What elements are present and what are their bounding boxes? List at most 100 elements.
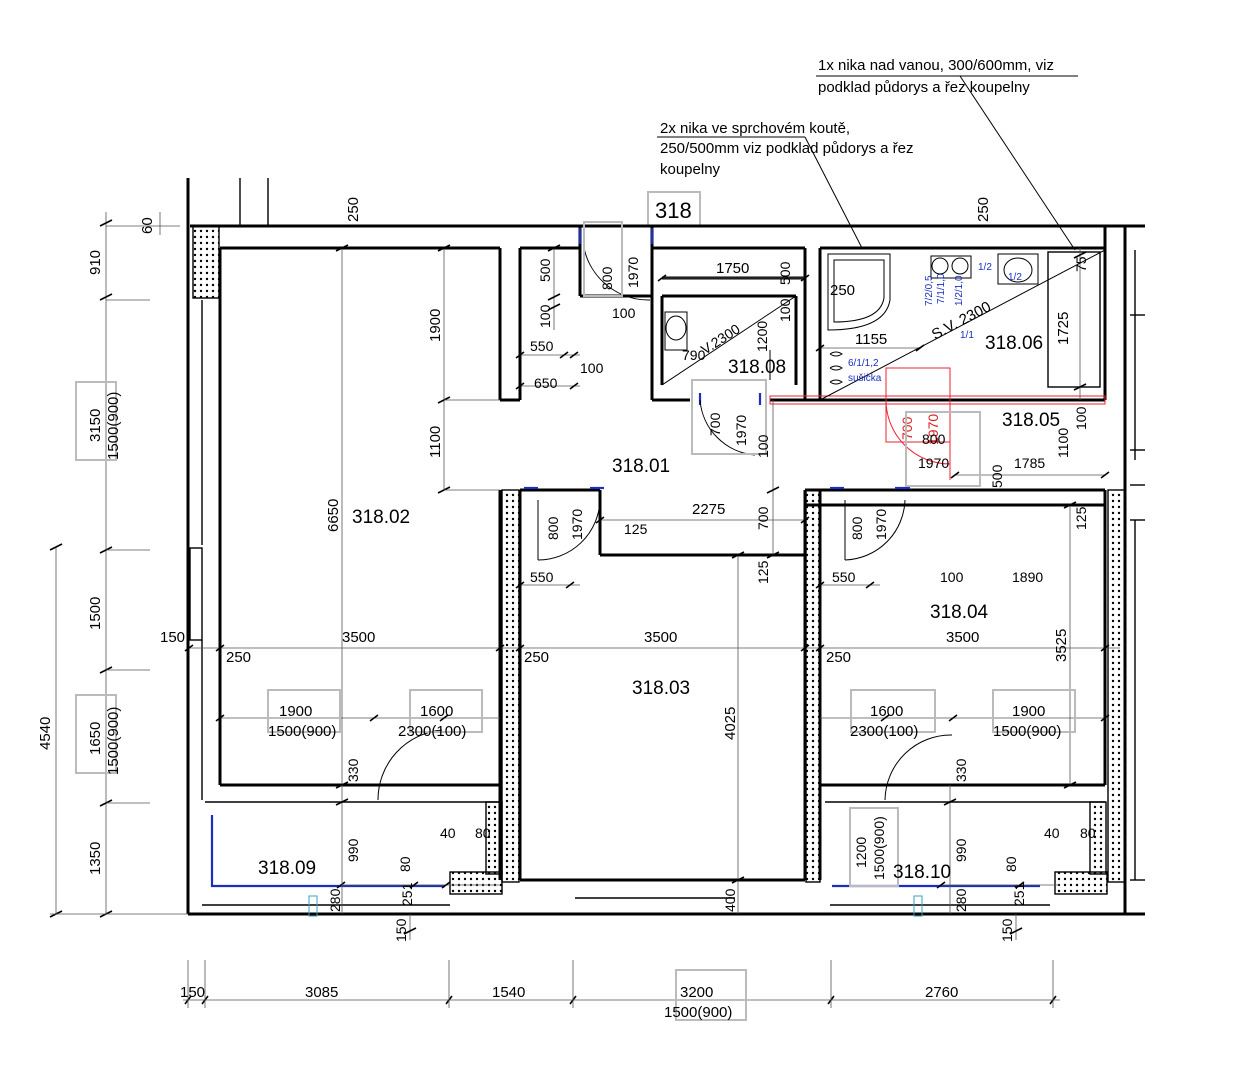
dim-s990: 990 [345,838,361,862]
dim-w1-1500: 1500(900) [268,723,336,740]
dim-910: 910 [87,250,104,275]
dim-r2-250: 250 [226,649,251,666]
dim-d3-1970: 1970 [569,509,585,540]
dim-s150: 150 [393,918,409,942]
dim-top-250-bath: 250 [975,197,992,222]
code-e: 1/1 [960,330,974,341]
dim-1650: 1650 [87,722,104,755]
dim-3525: 3525 [1053,629,1070,662]
room-318-04: 318.04 [930,602,989,623]
dim-s1200-sub: 1500(900) [871,816,887,880]
dim-d4-1970: 1970 [873,509,889,540]
dim-b500: 500 [989,464,1005,488]
red-dim-800: 800 [922,431,946,447]
dim-k500: 500 [777,261,793,285]
dim-s80d: 80 [1003,856,1019,872]
dim-h125: 125 [624,521,648,537]
dim-b100: 100 [1073,406,1089,430]
dim-top-250: 250 [345,197,362,222]
unit-label: 318 [655,198,692,223]
room-318-06: 318.06 [985,333,1043,354]
dim-d3-800: 800 [545,516,561,540]
dim-w2-2300: 2300(100) [398,723,466,740]
dim-h700: 700 [707,412,723,436]
dim-s80: 80 [475,825,491,841]
dim-b1100: 1100 [1055,428,1071,458]
dim-s40: 40 [440,825,456,841]
dim-s990b: 990 [953,838,969,862]
dim-w4-1900: 1900 [1012,703,1045,720]
dim-60: 60 [139,217,156,234]
code-d: 1/2 [978,262,992,273]
note-tub-line2: podklad půdorys a řez koupelny [818,79,1030,96]
code-susicka: 6/1/1,2 [848,358,879,369]
red-dim-1970b: 1970 [918,455,949,471]
dim-r3-3500: 3500 [644,629,677,646]
dim-w3-1600: 1600 [870,703,903,720]
note-shower-line2: 250/500mm viz podklad půdorys a řez [660,140,913,157]
dim-d4-100: 100 [940,569,964,585]
dim-w4-1500: 1500(900) [993,723,1061,740]
dim-door-100: 100 [612,305,636,321]
note-tub-line1: 1x nika nad vanou, 300/600mm, viz [818,57,1054,74]
dim-150: 150 [160,629,185,646]
dim-b1540: 1540 [492,984,525,1001]
dim-s330b: 330 [953,758,969,782]
toilet-icon [951,257,969,275]
dim-1650-sub: 1500(900) [105,707,122,775]
dim-h100: 100 [755,434,771,458]
code-f: 1/2 [1008,272,1022,283]
fixture-codes: 6/1/1,2 sušička 7/2/0,5 7/1/1,0 1/2/1,0 … [848,262,1022,384]
sink-icon [665,315,687,341]
dim-k1200: 1200 [754,321,770,352]
dim-c100: 100 [537,304,553,328]
left-dimensions: 60 910 3150 1500(900) 1500 1650 1500(900… [37,217,185,875]
code-c: 1/2/1,0 [954,275,965,306]
dim-b250: 250 [830,282,855,299]
dim-door-800: 800 [599,266,615,290]
dim-k100: 100 [777,298,793,322]
dim-r4-3500: 3500 [946,629,979,646]
dim-s330: 330 [345,758,361,782]
room-318-03: 318.03 [632,678,690,699]
dim-door-1970: 1970 [625,257,641,288]
dim-s40b: 40 [1044,825,1060,841]
dim-4540: 4540 [37,717,54,750]
dim-s1200: 1200 [853,837,869,868]
dim-h700c: 700 [755,506,771,530]
dim-k790: 790 [682,347,706,363]
dim-d4-550: 550 [832,569,856,585]
dim-r4-125: 125 [1073,506,1089,530]
note-niche-tub: 1x nika nad vanou, 300/600mm, viz podkla… [816,57,1078,251]
walls [186,178,1145,916]
dim-s80b: 80 [1080,825,1096,841]
bottom-dimensions: 150 3085 1540 3200 1500(900) 2760 [180,984,958,1021]
dim-b150: 150 [180,984,205,1001]
room-318-01: 318.01 [612,456,670,477]
dim-b75: 75 [1073,256,1089,272]
dim-w2-1600: 1600 [420,703,453,720]
dim-b3085: 3085 [305,984,338,1001]
dim-s251b: 251 [1011,882,1027,906]
dim-w1-1900: 1900 [279,703,312,720]
red-dims-lower: 800 1970 [918,431,949,471]
dim-s80c: 80 [397,856,413,872]
dim-c500: 500 [537,258,553,282]
dim-r3-400: 400 [722,888,738,912]
dim-c650: 650 [534,375,558,391]
dryer-icon [829,351,843,385]
note-shower-line3: koupelny [660,161,721,178]
room-318-09: 318.09 [258,858,316,879]
dim-1725: 1725 [1055,312,1072,345]
glazing [210,228,1040,917]
dim-s280b: 280 [953,888,969,912]
dim-h1970: 1970 [733,415,749,446]
dim-d3-550: 550 [530,569,554,585]
red-dim-1970: 1970 [925,414,941,445]
dim-b3200: 3200 [680,984,713,1001]
dim-s280: 280 [327,888,343,912]
code-a: 7/2/0,5 [924,275,935,306]
room-318-10: 318.10 [893,862,951,883]
dim-b1155: 1155 [855,331,887,348]
